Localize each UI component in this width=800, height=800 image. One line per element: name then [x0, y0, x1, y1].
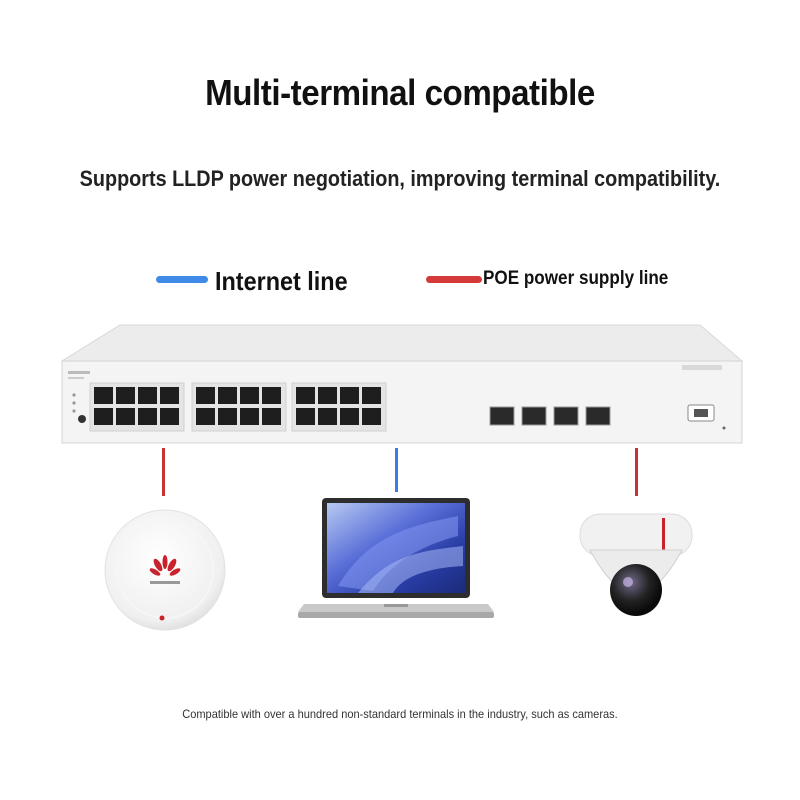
poe-wire-camera	[635, 448, 638, 496]
ethernet-port	[240, 387, 259, 404]
page-subtitle: Supports LLDP power negotiation, improvi…	[79, 166, 721, 191]
sfp-port	[553, 406, 579, 426]
ethernet-port	[196, 387, 215, 404]
ethernet-port	[262, 408, 281, 425]
ethernet-port	[218, 387, 237, 404]
ethernet-port	[240, 408, 259, 425]
ethernet-port	[218, 408, 237, 425]
ethernet-port	[296, 387, 315, 404]
poe-wire-ap	[162, 448, 165, 496]
poe-line-legend-label: POE power supply line	[483, 268, 669, 289]
ethernet-port	[138, 408, 157, 425]
ethernet-port	[116, 408, 135, 425]
ethernet-port	[362, 408, 381, 425]
ethernet-port	[318, 408, 337, 425]
page-title: Multi-terminal compatible	[205, 72, 595, 113]
ethernet-port	[116, 387, 135, 404]
ethernet-port	[362, 387, 381, 404]
access-point-image	[104, 509, 226, 631]
sfp-port	[585, 406, 611, 426]
dome-camera-image	[579, 513, 693, 616]
ethernet-port	[160, 387, 179, 404]
ethernet-port	[318, 387, 337, 404]
ethernet-port	[94, 387, 113, 404]
sfp-port	[489, 406, 515, 426]
sfp-port	[521, 406, 547, 426]
internet-line-legend-label: Internet line	[215, 266, 348, 296]
internet-line-legend-swatch	[156, 276, 208, 283]
ethernet-port	[262, 387, 281, 404]
laptop-image	[298, 498, 494, 618]
ethernet-port	[94, 408, 113, 425]
switch-ports	[89, 382, 611, 432]
ethernet-port	[340, 387, 359, 404]
ethernet-port	[296, 408, 315, 425]
ethernet-port	[340, 408, 359, 425]
poe-line-legend-swatch	[426, 276, 482, 283]
ethernet-port	[138, 387, 157, 404]
internet-wire-laptop	[395, 448, 398, 492]
ethernet-port	[196, 408, 215, 425]
footer-note: Compatible with over a hundred non-stand…	[182, 707, 618, 721]
ethernet-port	[160, 408, 179, 425]
